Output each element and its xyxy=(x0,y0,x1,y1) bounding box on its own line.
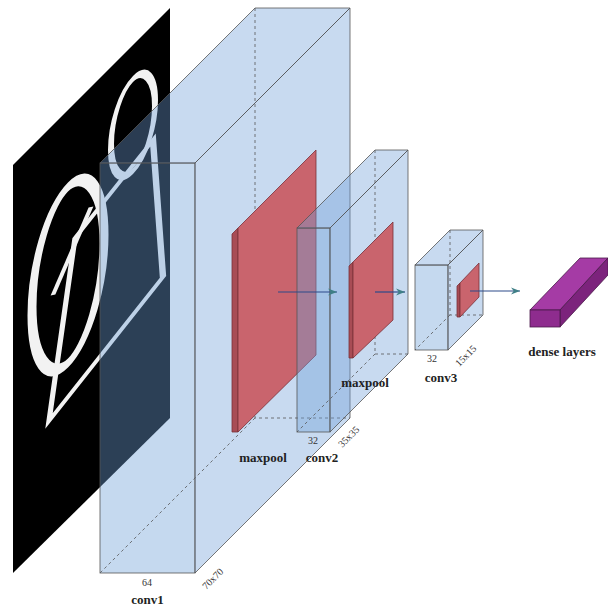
dimension-label: 32 xyxy=(308,435,318,447)
layer-name: dense layers xyxy=(528,344,596,360)
dimension-label: 15x15 xyxy=(453,343,479,369)
pool-box: maxpool xyxy=(335,222,395,391)
conv3-volume xyxy=(415,230,483,350)
dense-block xyxy=(530,258,608,327)
flow-arrow xyxy=(375,291,405,292)
flow-arrow xyxy=(278,291,337,292)
layer-box: conv2 xyxy=(297,228,347,466)
layer-name: conv2 xyxy=(306,450,339,466)
layer-name: maxpool xyxy=(341,375,389,391)
layer-name: conv1 xyxy=(131,592,164,608)
flow-arrow xyxy=(470,290,520,291)
maxpool-slab xyxy=(349,222,393,358)
dimension-label: 64 xyxy=(142,577,152,589)
dimension-label: 32 xyxy=(427,353,437,365)
layer-name: conv3 xyxy=(425,370,458,386)
dimension-label: 70x70 xyxy=(200,566,226,592)
layer-box: conv1 xyxy=(100,163,195,608)
layer-name: maxpool xyxy=(239,450,287,466)
conv2-volume xyxy=(297,150,408,432)
maxpool-slab xyxy=(457,263,479,317)
conv1-volume xyxy=(100,8,350,573)
dense-box: dense layers xyxy=(520,255,604,360)
pool-box: maxpool xyxy=(232,228,294,466)
